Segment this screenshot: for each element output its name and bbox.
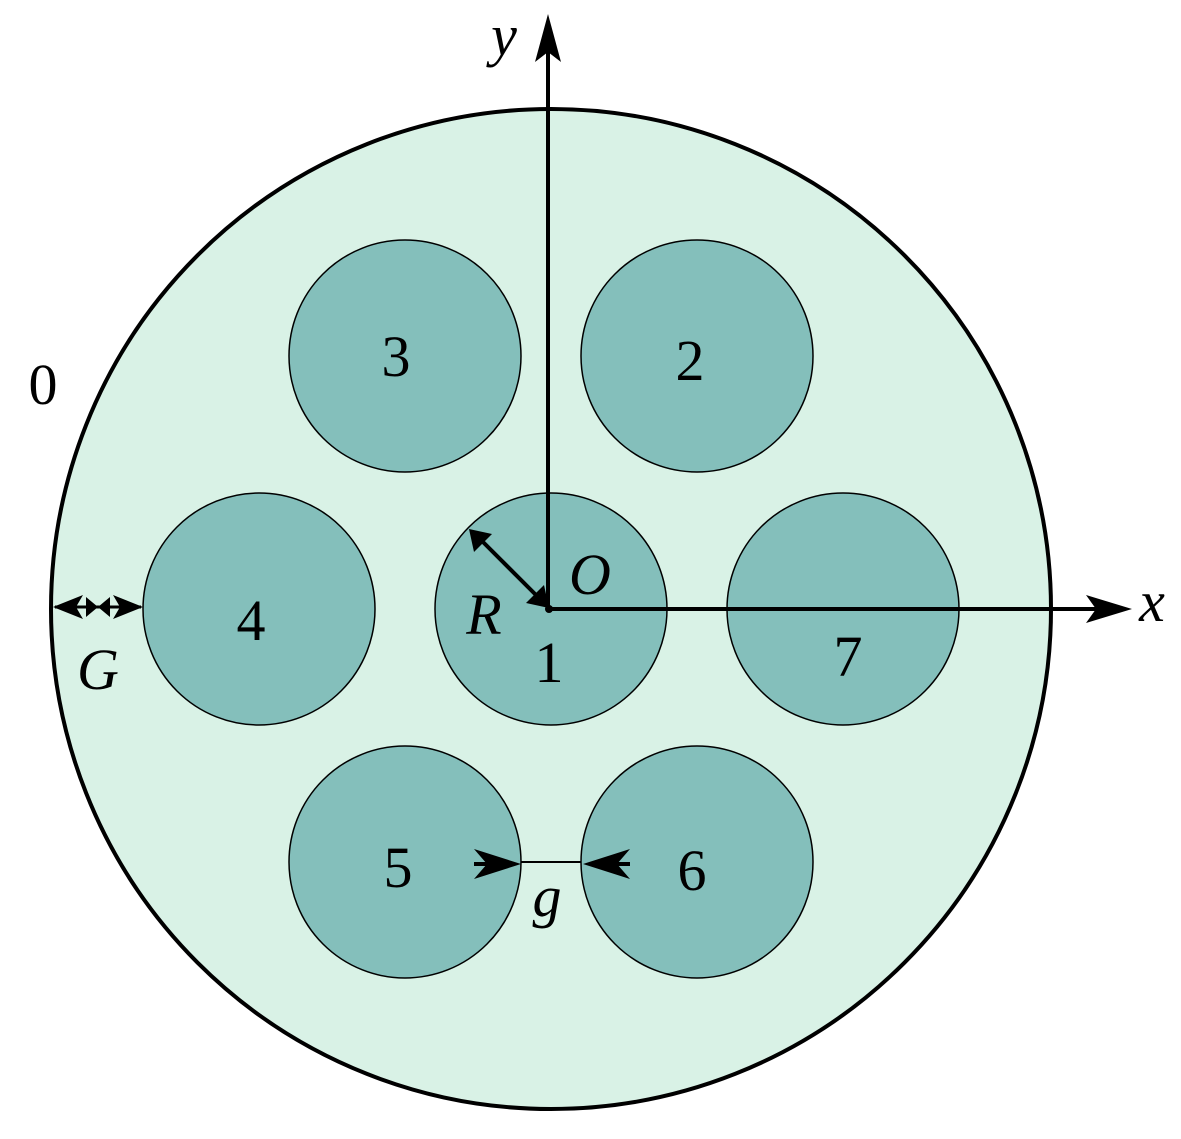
edge-gap-label: G bbox=[77, 637, 119, 702]
x-axis-label: x bbox=[1138, 569, 1165, 634]
y-axis-label: y bbox=[486, 3, 517, 68]
core-3 bbox=[288, 239, 522, 473]
core-1-label: 1 bbox=[535, 630, 564, 695]
core-7-label: 7 bbox=[834, 624, 863, 689]
core-4-label: 4 bbox=[237, 588, 266, 653]
core-6-label: 6 bbox=[678, 838, 707, 903]
core-gap-arrows bbox=[474, 849, 630, 879]
core-5-label: 5 bbox=[384, 835, 413, 900]
y-axis bbox=[535, 14, 561, 609]
edge-gap-arrow bbox=[53, 595, 143, 619]
x-axis bbox=[548, 595, 1132, 623]
core-3-label: 3 bbox=[382, 324, 411, 389]
core-2-label: 2 bbox=[676, 328, 705, 393]
radius-label: R bbox=[465, 582, 501, 647]
radius-arrow bbox=[469, 529, 549, 608]
core-2 bbox=[580, 239, 814, 473]
cladding-label: 0 bbox=[29, 352, 58, 417]
origin-label: O bbox=[569, 542, 611, 607]
core-gap-label: g bbox=[533, 864, 562, 929]
core-4 bbox=[142, 492, 376, 726]
